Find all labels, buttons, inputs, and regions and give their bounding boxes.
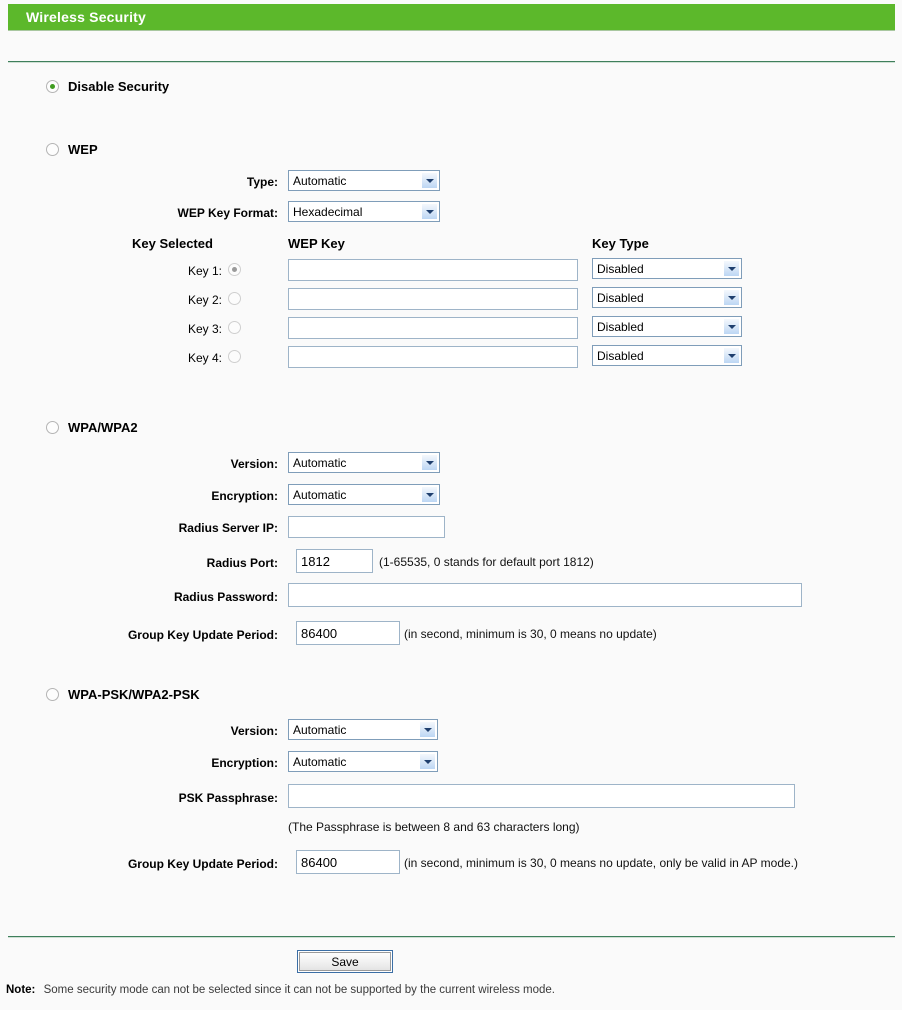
input-wpa-group-key-update-period[interactable] [296,621,400,645]
radio-key-2[interactable] [228,292,241,305]
chevron-down-icon[interactable] [723,260,740,277]
select-key-type-2[interactable]: Disabled [592,287,742,308]
chevron-down-icon[interactable] [723,318,740,335]
select-wep-key-format[interactable]: Hexadecimal [288,201,440,222]
page-header-bar: Wireless Security [8,4,895,31]
mode-row-wpapsk[interactable]: WPA-PSK/WPA2-PSK [46,687,200,702]
select-wep-type-value: Automatic [293,173,347,188]
select-key-type-4[interactable]: Disabled [592,345,742,366]
select-wpapsk-encryption-value: Automatic [293,754,347,769]
hint-wpa-group-key: (in second, minimum is 30, 0 means no up… [404,627,657,641]
chevron-down-icon[interactable] [421,203,438,220]
select-key-type-4-value: Disabled [597,348,644,363]
select-wpapsk-version[interactable]: Automatic [288,719,438,740]
mode-label-wpapsk: WPA-PSK/WPA2-PSK [68,687,200,702]
hint-radius-port: (1-65535, 0 stands for default port 1812… [379,555,594,569]
select-key-type-1-value: Disabled [597,261,644,276]
label-wpa-version: Version: [230,457,278,471]
mode-row-wep[interactable]: WEP [46,142,98,157]
label-wpapsk-group-key-update-period: Group Key Update Period: [127,857,278,871]
chevron-down-icon[interactable] [421,172,438,189]
label-key-4: Key 4: [187,351,222,365]
label-wpa-group-key-update-period: Group Key Update Period: [127,628,278,642]
hint-wpapsk-group-key: (in second, minimum is 30, 0 means no up… [404,856,798,870]
mode-label-wep: WEP [68,142,98,157]
input-radius-port[interactable] [296,549,373,573]
mode-label-disable-security: Disable Security [68,79,170,94]
select-wpa-encryption[interactable]: Automatic [288,484,440,505]
radio-wpapsk[interactable] [46,688,59,701]
chevron-down-icon[interactable] [421,454,438,471]
mode-label-wpa: WPA/WPA2 [68,420,138,435]
select-wpa-encryption-value: Automatic [293,487,347,502]
label-key-2: Key 2: [187,293,222,307]
column-header-wep-key: WEP Key [288,236,345,251]
label-psk-passphrase: PSK Passphrase: [178,791,278,805]
select-wpapsk-version-value: Automatic [293,722,347,737]
page-title: Wireless Security [26,9,147,25]
input-wep-key-2[interactable] [288,288,578,310]
mode-row-disable-security[interactable]: Disable Security [46,79,169,94]
label-wpapsk-encryption: Encryption: [211,756,278,770]
input-psk-passphrase[interactable] [288,784,795,808]
chevron-down-icon[interactable] [419,753,436,770]
radio-wep[interactable] [46,143,59,156]
radio-key-3[interactable] [228,321,241,334]
radio-disable-security[interactable] [46,80,59,93]
label-key-3: Key 3: [187,322,222,336]
label-radius-password: Radius Password: [173,590,278,604]
footer-divider [8,936,895,938]
input-wep-key-4[interactable] [288,346,578,368]
select-wpa-version-value: Automatic [293,455,347,470]
input-wep-key-1[interactable] [288,259,578,281]
mode-row-wpa[interactable]: WPA/WPA2 [46,420,138,435]
label-wep-type: Type: [246,175,278,189]
label-radius-port: Radius Port: [206,556,278,570]
chevron-down-icon[interactable] [723,289,740,306]
select-key-type-2-value: Disabled [597,290,644,305]
label-key-1: Key 1: [187,264,222,278]
chevron-down-icon[interactable] [419,721,436,738]
note-prefix: Note: [6,984,36,996]
column-header-key-type: Key Type [592,236,649,251]
radio-key-1[interactable] [228,263,241,276]
select-wpapsk-encryption[interactable]: Automatic [288,751,438,772]
hint-psk-passphrase: (The Passphrase is between 8 and 63 char… [288,820,580,834]
chevron-down-icon[interactable] [723,347,740,364]
input-wpapsk-group-key-update-period[interactable] [296,850,400,874]
select-key-type-3-value: Disabled [597,319,644,334]
label-wpa-encryption: Encryption: [211,489,278,503]
save-button-label: Save [299,952,391,971]
radio-wpa[interactable] [46,421,59,434]
save-button[interactable]: Save [297,950,393,973]
chevron-down-icon[interactable] [421,486,438,503]
input-wep-key-3[interactable] [288,317,578,339]
select-key-type-3[interactable]: Disabled [592,316,742,337]
note-body: Some security mode can not be selected s… [43,984,555,996]
column-header-key-selected: Key Selected [132,236,213,251]
label-wep-key-format: WEP Key Format: [177,206,278,220]
select-wep-type[interactable]: Automatic [288,170,440,191]
label-wpapsk-version: Version: [230,724,278,738]
note-text: Note: Some security mode can not be sele… [6,984,555,996]
input-radius-server-ip[interactable] [288,516,445,538]
input-radius-password[interactable] [288,583,802,607]
header-divider [8,61,895,63]
label-radius-server-ip: Radius Server IP: [178,521,278,535]
select-key-type-1[interactable]: Disabled [592,258,742,279]
radio-key-4[interactable] [228,350,241,363]
select-wep-key-format-value: Hexadecimal [293,204,363,219]
select-wpa-version[interactable]: Automatic [288,452,440,473]
